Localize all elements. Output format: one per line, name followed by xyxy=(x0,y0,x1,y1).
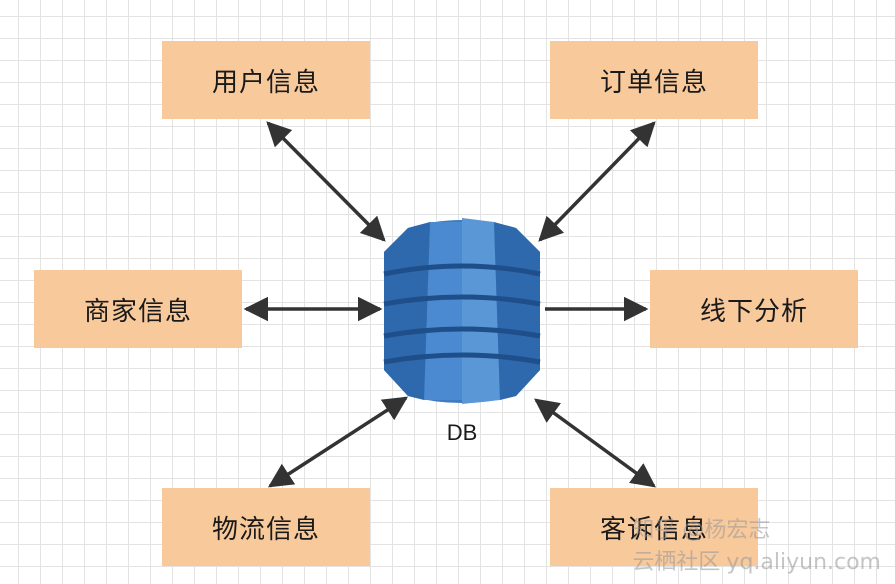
arrow-logistics-db xyxy=(267,396,409,488)
watermark-zhihu: 知乎 xyxy=(632,518,677,543)
db-label: DB xyxy=(446,420,478,445)
node-logistics-info: 物流信息 xyxy=(162,488,370,566)
node-user-info: 用户信息 xyxy=(162,41,370,119)
database-icon xyxy=(383,218,541,404)
watermark-site: yq.aliyun.com xyxy=(726,550,881,575)
watermark-community: 云栖社区 xyxy=(632,550,721,575)
arrow-order-db xyxy=(538,121,656,242)
watermark-author: @杨宏志 xyxy=(682,518,771,543)
arrow-user-db xyxy=(266,121,386,242)
arrow-complaint-db xyxy=(534,398,656,488)
node-order-info: 订单信息 xyxy=(550,41,758,119)
node-complaint-info: 客诉信息 xyxy=(550,488,758,566)
node-offline-analysis: 线下分析 xyxy=(650,270,858,348)
node-merchant-info: 商家信息 xyxy=(34,270,242,348)
